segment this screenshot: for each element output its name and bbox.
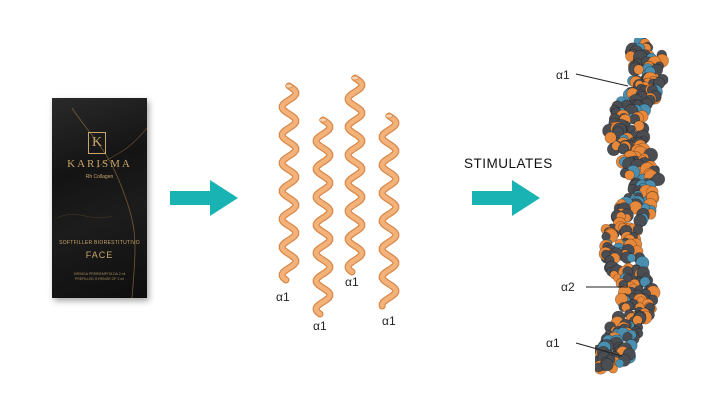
product-line1: SOFTFILLER BIORESTITUTIVO xyxy=(59,240,140,246)
collagen-triple-helix xyxy=(595,38,669,375)
strand-end-cap-1 xyxy=(285,83,293,89)
brand-logo-icon: K xyxy=(88,132,106,154)
strand-4 xyxy=(379,113,399,309)
strand-2 xyxy=(313,117,333,317)
helix-label-middle: α2 xyxy=(561,280,575,294)
product-box: K KARISMA Rh Collagen SOFTFILLER BIOREST… xyxy=(52,98,147,298)
strand-end-cap-4 xyxy=(385,113,393,119)
product-line3a: SIRINGA PRERIEMPITA DA 2 ml xyxy=(73,272,126,276)
strand-3 xyxy=(345,75,365,275)
strand-label-3: α1 xyxy=(345,275,359,289)
helix-atom xyxy=(600,358,614,372)
helix-atom xyxy=(633,64,644,75)
strand-label-1: α1 xyxy=(276,290,290,304)
helix-atom xyxy=(615,358,625,368)
product-line3: SIRINGA PRERIEMPITA DA 2 ml PREFILLED SY… xyxy=(52,272,147,282)
right-arrow-icon xyxy=(170,180,238,216)
product-line2: FACE xyxy=(85,250,114,260)
helix-atom xyxy=(626,253,636,263)
helix-atom xyxy=(617,143,630,155)
helix-atom xyxy=(604,131,617,144)
stimulates-label: STIMULATES xyxy=(464,156,553,171)
helix-atom xyxy=(624,169,635,181)
product-box-front: K KARISMA Rh Collagen SOFTFILLER BIOREST… xyxy=(52,98,147,298)
strand-1 xyxy=(279,83,299,283)
helix-label-bottom: α1 xyxy=(546,336,560,350)
helix-label-top: α1 xyxy=(556,68,570,82)
product-subtitle: Rh Collagen xyxy=(85,174,114,180)
strand-end-cap-3 xyxy=(351,75,359,81)
strand-label-4: α1 xyxy=(382,314,396,328)
helix-atom xyxy=(651,172,666,186)
collagen-strands xyxy=(278,74,400,318)
strand-label-2: α1 xyxy=(313,319,327,333)
product-line3b: PREFILLED SYRINGE OF 2 ml xyxy=(74,277,125,281)
right-arrow-icon xyxy=(472,180,540,216)
helix-pointer-lines xyxy=(575,73,629,357)
gold-vein-decoration xyxy=(56,107,147,298)
strand-end-cap-2 xyxy=(319,117,327,123)
product-brand: KARISMA xyxy=(67,158,132,170)
